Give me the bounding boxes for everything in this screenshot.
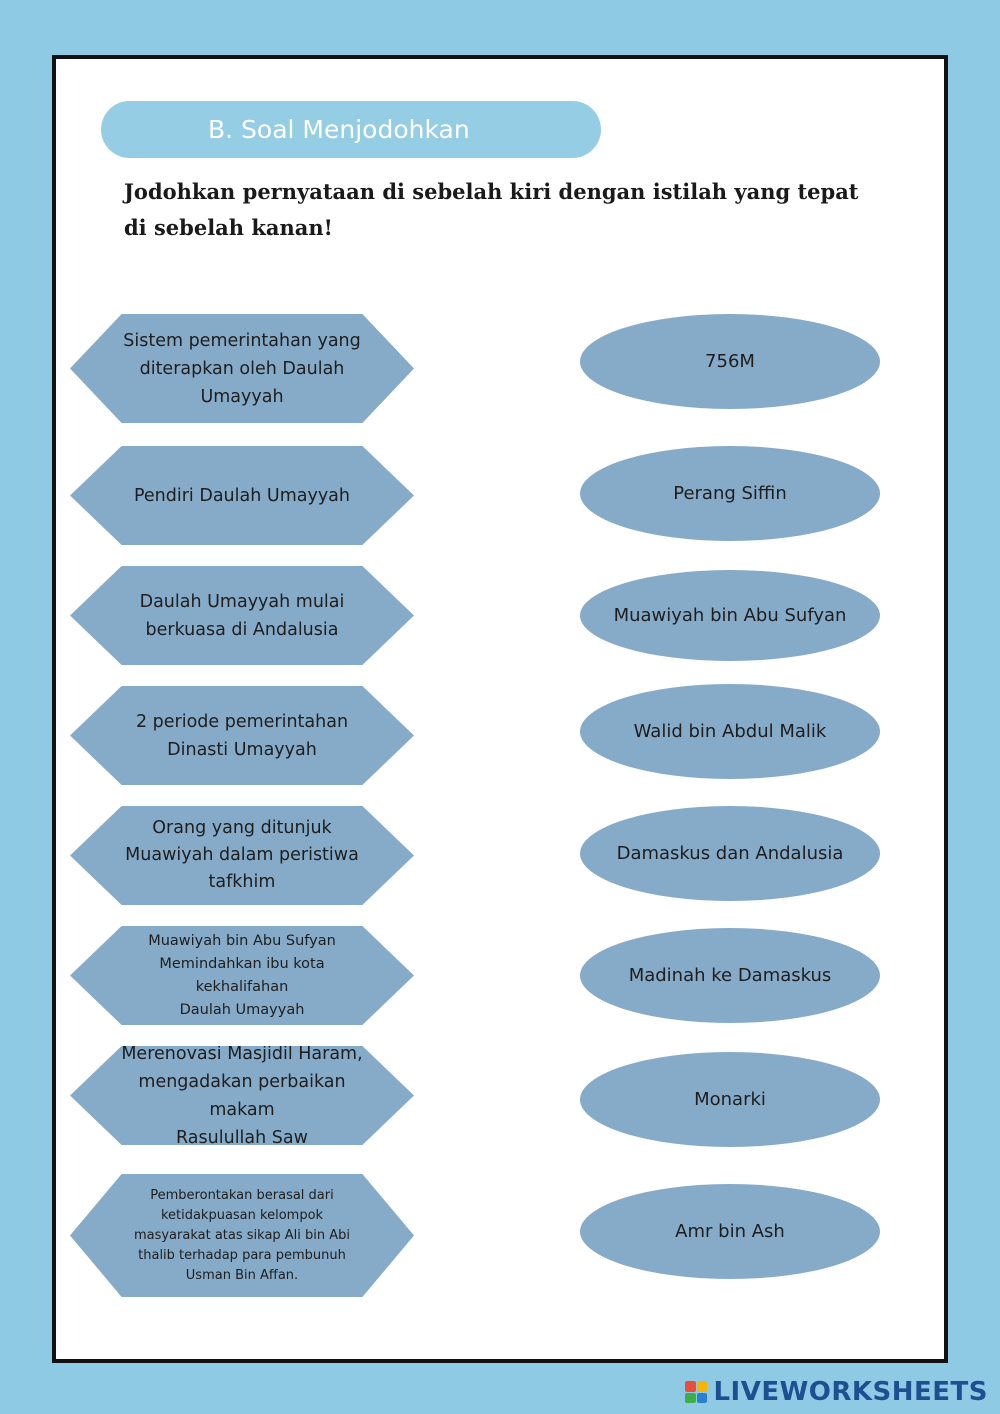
statement-line: Sistem pemerintahan yang [123, 330, 361, 351]
statement-text: Daulah Umayyah mulai berkuasa di Andalusi… [140, 588, 345, 644]
liveworksheets-logo-icon [685, 1381, 708, 1403]
statement-card[interactable]: Sistem pemerintahan yang diterapkan oleh … [70, 314, 414, 423]
statement-card[interactable]: Daulah Umayyah mulai berkuasa di Andalusi… [70, 566, 414, 665]
statement-line: Daulah Umayyah [179, 1001, 305, 1018]
statement-line: Rasulullah Saw [176, 1127, 308, 1148]
answer-text: 756M [705, 351, 755, 372]
brand-name: LIVEWORKSHEETS [713, 1377, 988, 1407]
answer-card[interactable]: Perang Siffin [580, 446, 880, 541]
statement-line: Memindahkan ibu kota kekhalifahan [159, 955, 325, 995]
statement-text: Merenovasi Masjidil Haram, mengadakan per… [114, 1043, 370, 1148]
statement-card[interactable]: Pemberontakan berasal dari ketidakpuasan … [70, 1174, 414, 1297]
answer-card[interactable]: Muawiyah bin Abu Sufyan [580, 570, 880, 661]
statement-line: Muawiyah dalam peristiwa [125, 845, 359, 865]
statement-line: Daulah Umayyah mulai [139, 591, 345, 612]
answer-card[interactable]: Monarki [580, 1052, 880, 1147]
statement-line: Pemberontakan berasal dari [150, 1187, 334, 1203]
statement-line: berkuasa di Andalusia [145, 619, 339, 640]
statement-line: diterapkan oleh Daulah [139, 358, 345, 379]
statement-line: ketidakpuasan kelompok [160, 1207, 324, 1223]
answer-text: Madinah ke Damaskus [628, 965, 832, 986]
statement-line: tafkhim [208, 872, 276, 892]
answer-card[interactable]: Amr bin Ash [580, 1184, 880, 1279]
statement-line: Orang yang ditunjuk [152, 818, 332, 838]
statement-line: Umayyah [200, 386, 284, 407]
statement-card[interactable]: Merenovasi Masjidil Haram, mengadakan per… [70, 1046, 414, 1145]
answer-text: Damaskus dan Andalusia [616, 843, 844, 864]
answer-text: Walid bin Abdul Malik [633, 721, 827, 742]
answer-text: Monarki [694, 1089, 766, 1110]
answer-text: Muawiyah bin Abu Sufyan [613, 605, 847, 626]
statement-text: Sistem pemerintahan yang diterapkan oleh … [123, 327, 361, 411]
statement-line: thalib terhadap para pembunuh [138, 1247, 346, 1263]
statement-line: Muawiyah bin Abu Sufyan [148, 932, 336, 949]
statement-text: Pendiri Daulah Umayyah [134, 482, 350, 510]
statement-line: mengadakan perbaikan makam [138, 1071, 346, 1120]
answer-text: Perang Siffin [673, 483, 787, 504]
instruction-text: Jodohkan pernyataan di sebelah kiri deng… [124, 179, 859, 240]
answer-text: Amr bin Ash [675, 1221, 785, 1242]
answer-card[interactable]: Walid bin Abdul Malik [580, 684, 880, 779]
section-title: B. Soal Menjodohkan [101, 101, 601, 158]
answer-card[interactable]: Damaskus dan Andalusia [580, 806, 880, 901]
statement-line: 2 periode pemerintahan [135, 711, 349, 732]
statement-text: Pemberontakan berasal dari ketidakpuasan … [134, 1186, 350, 1286]
statement-line: Usman Bin Affan. [185, 1267, 299, 1283]
statement-line: masyarakat atas sikap Ali bin Abi [133, 1227, 351, 1243]
answer-card[interactable]: Madinah ke Damaskus [580, 928, 880, 1023]
statement-line: Pendiri Daulah Umayyah [133, 485, 350, 506]
statement-card[interactable]: Pendiri Daulah Umayyah [70, 446, 414, 545]
statement-line: Dinasti Umayyah [167, 739, 317, 760]
answer-card[interactable]: 756M [580, 314, 880, 409]
statement-line: Merenovasi Masjidil Haram, [121, 1043, 363, 1064]
footer-brand: LIVEWORKSHEETS [685, 1376, 988, 1408]
worksheet-page: B. Soal Menjodohkan Jodohkan pernyataan … [52, 55, 948, 1363]
